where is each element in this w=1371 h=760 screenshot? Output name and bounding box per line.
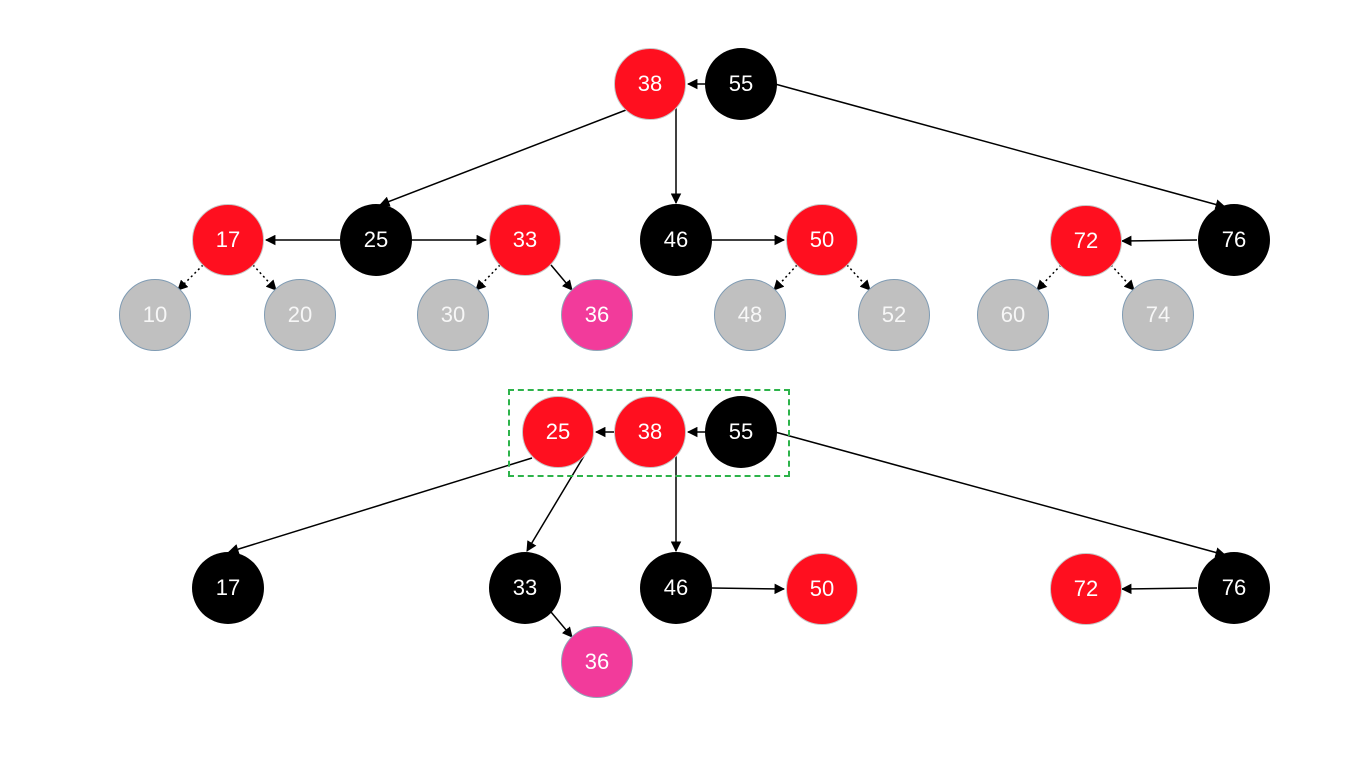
edge-50-to-52 [846,264,871,291]
edge-b46-to-b50 [711,583,786,595]
node-25: 25 [340,204,412,276]
node-50: 50 [786,204,858,276]
node-36: 36 [561,279,633,351]
node-b25: 25 [522,396,594,468]
top-tree-edges [177,78,1227,291]
node-46: 46 [640,204,712,276]
node-20: 20 [264,279,336,351]
node-b76: 76 [1198,552,1270,624]
node-b46: 46 [640,552,712,624]
edge-38-to-25 [379,109,627,207]
merged-node-group-box [508,389,790,477]
edge-33-to-36 [550,264,573,291]
node-48: 48 [714,279,786,351]
node-b72: 72 [1050,553,1122,625]
node-52: 52 [858,279,930,351]
edge-55-to-76 [774,83,1227,210]
node-b55: 55 [705,396,777,468]
bottom-tree-edges [227,426,1227,638]
node-b36: 36 [561,626,633,698]
node-60: 60 [977,279,1049,351]
edge-76-to-72 [1120,235,1198,247]
edge-b25-to-b17 [227,457,533,555]
edge-17-to-20 [252,264,277,291]
node-b33: 33 [489,552,561,624]
node-b50: 50 [786,553,858,625]
node-74: 74 [1122,279,1194,351]
node-72: 72 [1050,205,1122,277]
node-b17: 17 [192,552,264,624]
node-38: 38 [614,48,686,120]
edge-b33-to-b36 [550,611,573,638]
node-33: 33 [489,204,561,276]
edge-50-to-48 [773,264,798,291]
edge-b25-to-b33 [526,455,585,552]
node-55: 55 [705,48,777,120]
edge-b76-to-b72 [1120,583,1198,595]
node-17: 17 [192,204,264,276]
edge-72-to-60 [1036,264,1062,291]
node-10: 10 [119,279,191,351]
edge-33-to-30 [475,264,501,291]
edge-b55-to-b76 [774,431,1227,558]
node-76: 76 [1198,204,1270,276]
edge-17-to-10 [177,264,204,291]
node-30: 30 [417,279,489,351]
node-b38: 38 [614,396,686,468]
edge-72-to-74 [1110,264,1135,291]
